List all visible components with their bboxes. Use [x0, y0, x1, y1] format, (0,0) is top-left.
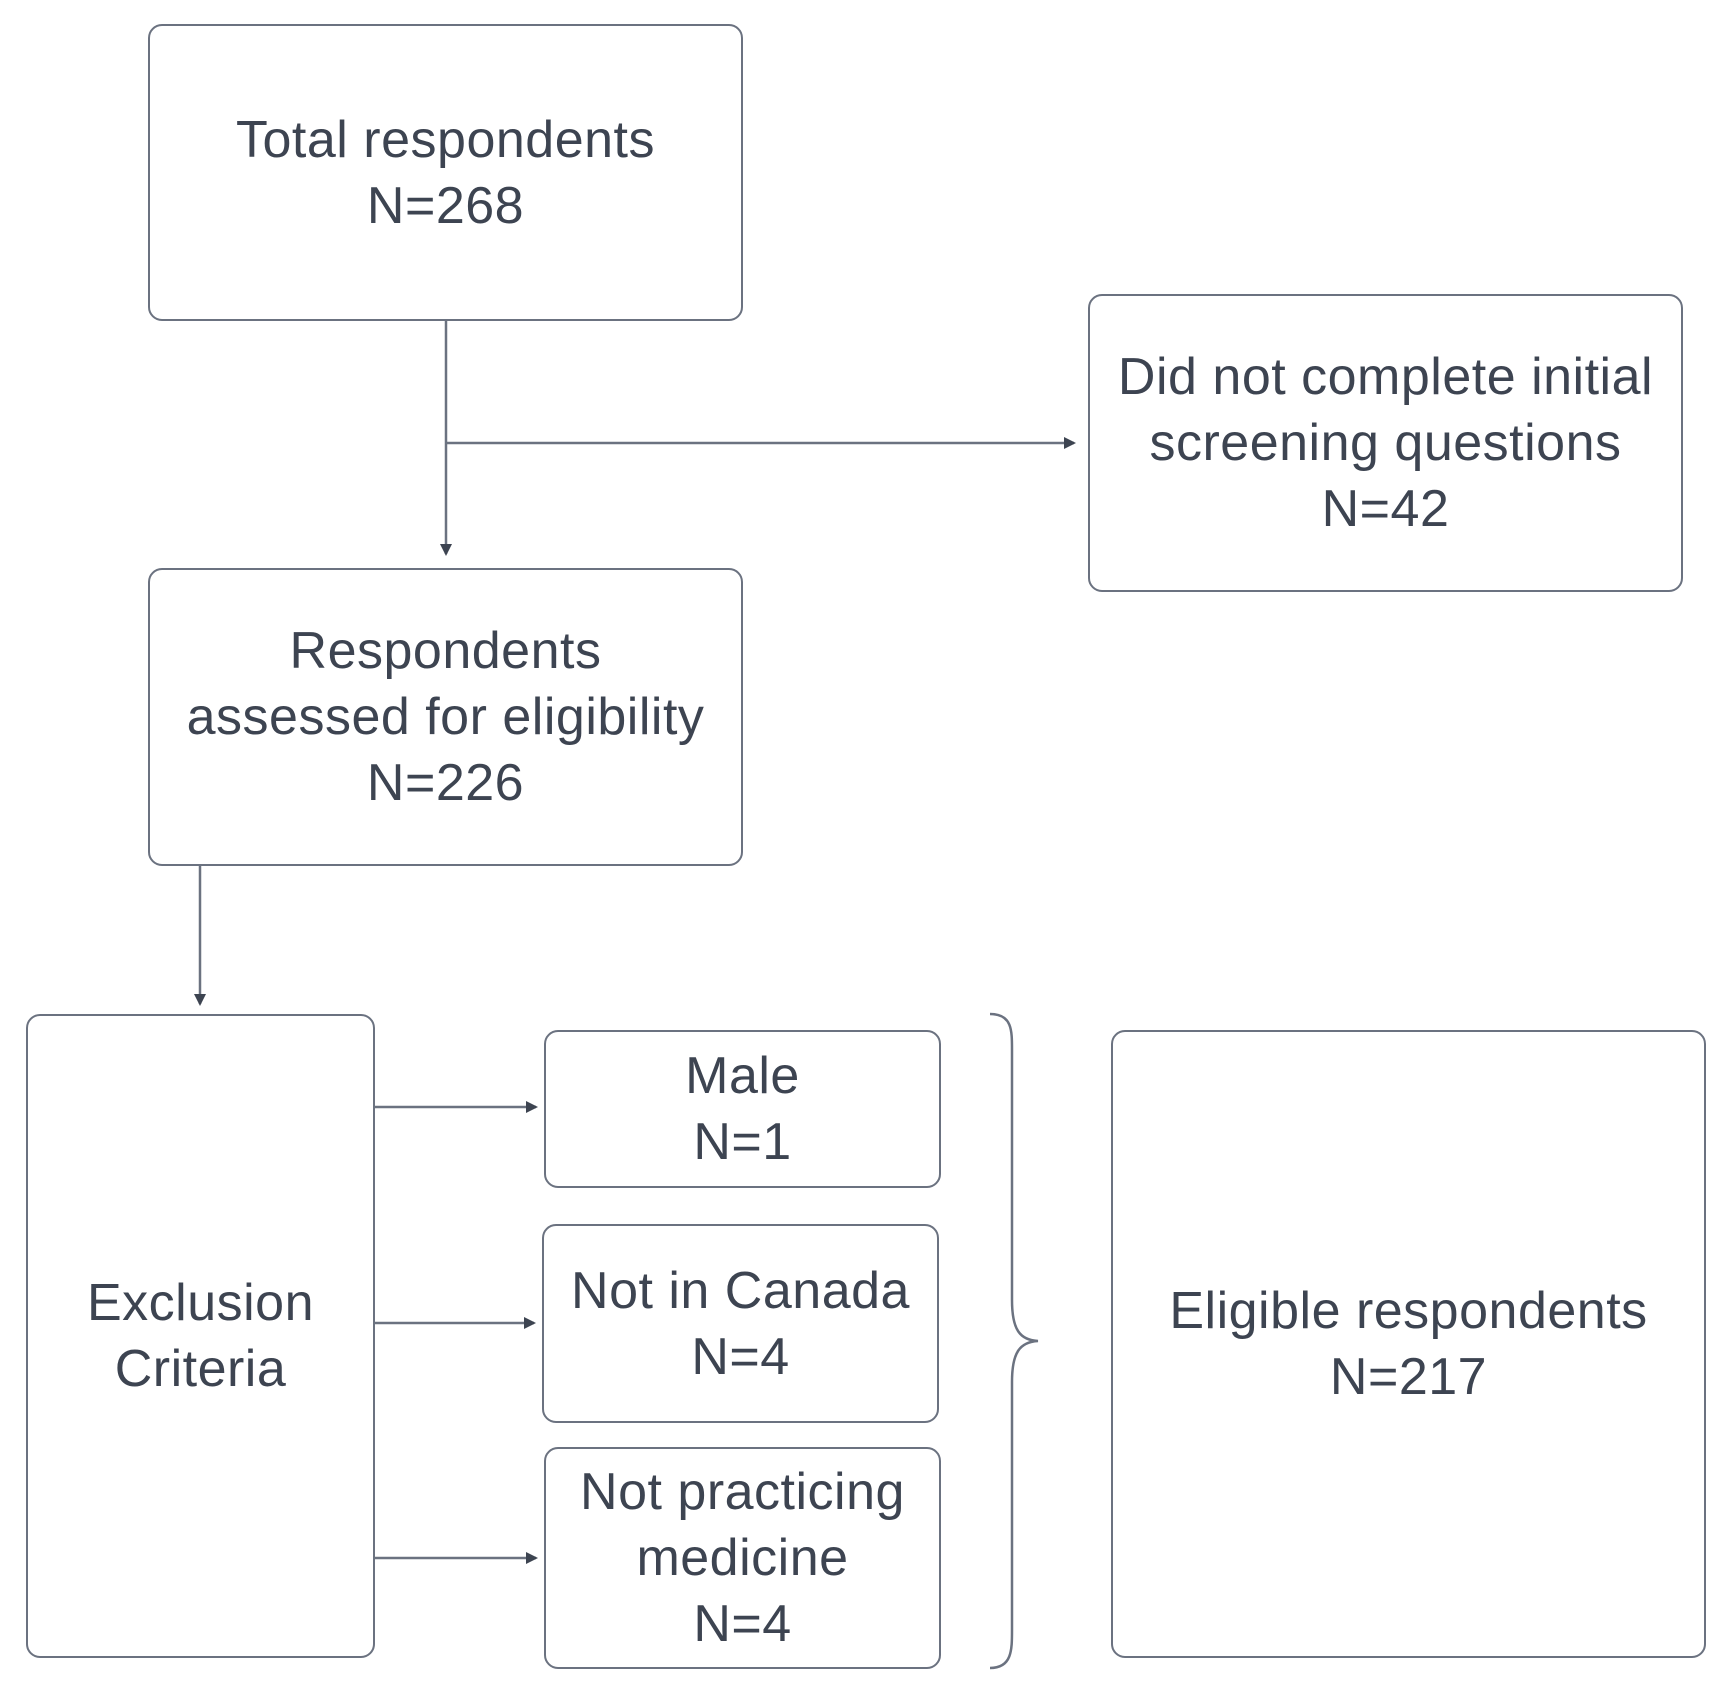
did-not-complete-label-line1: Did not complete initial [1117, 348, 1654, 406]
total-respondents-label: Total respondents [236, 110, 655, 169]
assessed-count: N=226 [366, 754, 525, 812]
not-in-canada-label: Not in Canada [571, 1261, 910, 1320]
exclusion-label-line1: Exclusion [86, 1274, 315, 1332]
exclusion-criteria-box: Exclusion Criteria [26, 1014, 375, 1658]
assessed-label-line1: Respondents [289, 622, 602, 680]
eligible-respondents-box: Eligible respondents N=217 [1111, 1030, 1706, 1658]
not-practicing-count: N=4 [693, 1595, 792, 1653]
total-respondents-box: Total respondents N=268 [148, 24, 743, 321]
grouping-brace [989, 1012, 1039, 1670]
did-not-complete-box: Did not complete initial screening quest… [1088, 294, 1683, 592]
did-not-complete-count: N=42 [1321, 480, 1450, 538]
total-respondents-count: N=268 [366, 176, 525, 235]
assessed-label-line2: assessed for eligibility [186, 688, 705, 746]
not-in-canada-box: Not in Canada N=4 [542, 1224, 939, 1423]
not-practicing-label-line2: medicine [636, 1529, 849, 1587]
not-practicing-box: Not practicing medicine N=4 [544, 1447, 941, 1669]
eligible-label: Eligible respondents [1169, 1282, 1648, 1340]
male-label: Male [685, 1047, 800, 1105]
exclusion-label-line2: Criteria [114, 1340, 287, 1398]
eligible-count: N=217 [1329, 1348, 1488, 1406]
male-count: N=1 [693, 1113, 792, 1171]
not-in-canada-count: N=4 [691, 1327, 790, 1386]
did-not-complete-label-line2: screening questions [1149, 414, 1622, 472]
not-practicing-label-line1: Not practicing [580, 1463, 905, 1521]
male-box: Male N=1 [544, 1030, 941, 1188]
assessed-for-eligibility-box: Respondents assessed for eligibility N=2… [148, 568, 743, 866]
